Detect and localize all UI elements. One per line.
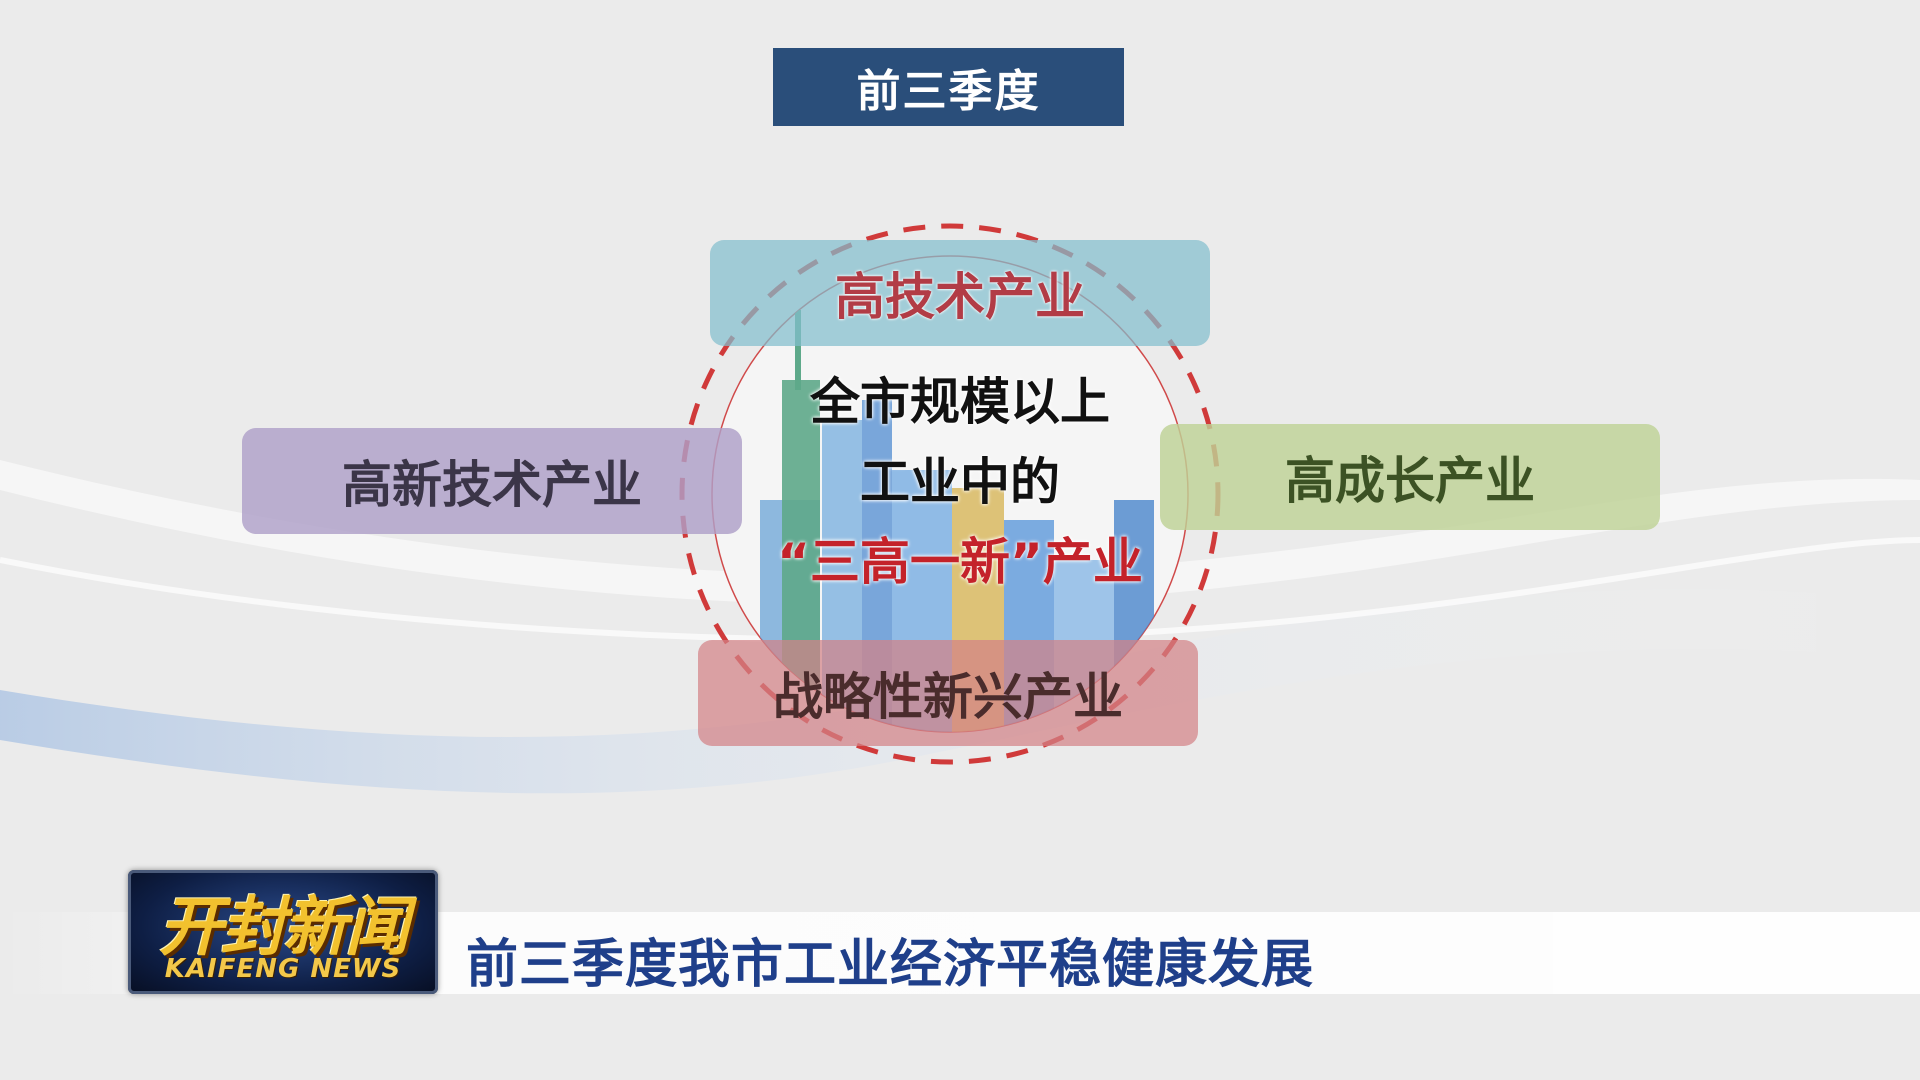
logo-sub-text: KAIFENG NEWS xyxy=(164,954,402,984)
tag-high-growth-industry: 高成长产业 xyxy=(1160,424,1660,530)
section-title: 前三季度 xyxy=(773,48,1124,126)
tag-new-high-tech-industry: 高新技术产业 xyxy=(242,428,742,534)
center-line-1: 全市规模以上 xyxy=(810,373,1110,431)
center-caption: 全市规模以上 工业中的 “三高一新”产业 xyxy=(700,362,1220,602)
kaifeng-news-logo: 开封新闻 KAIFENG NEWS xyxy=(128,870,438,994)
logo-main-text: 开封新闻 xyxy=(159,891,409,965)
tag-high-tech-industry: 高技术产业 xyxy=(710,240,1210,346)
news-headline: 前三季度我市工业经济平稳健康发展 xyxy=(466,935,1315,995)
tag-strategic-emerging-industry: 战略性新兴产业 xyxy=(698,640,1198,746)
center-line-2: 工业中的 xyxy=(860,453,1060,511)
center-line-3: “三高一新”产业 xyxy=(777,533,1143,591)
